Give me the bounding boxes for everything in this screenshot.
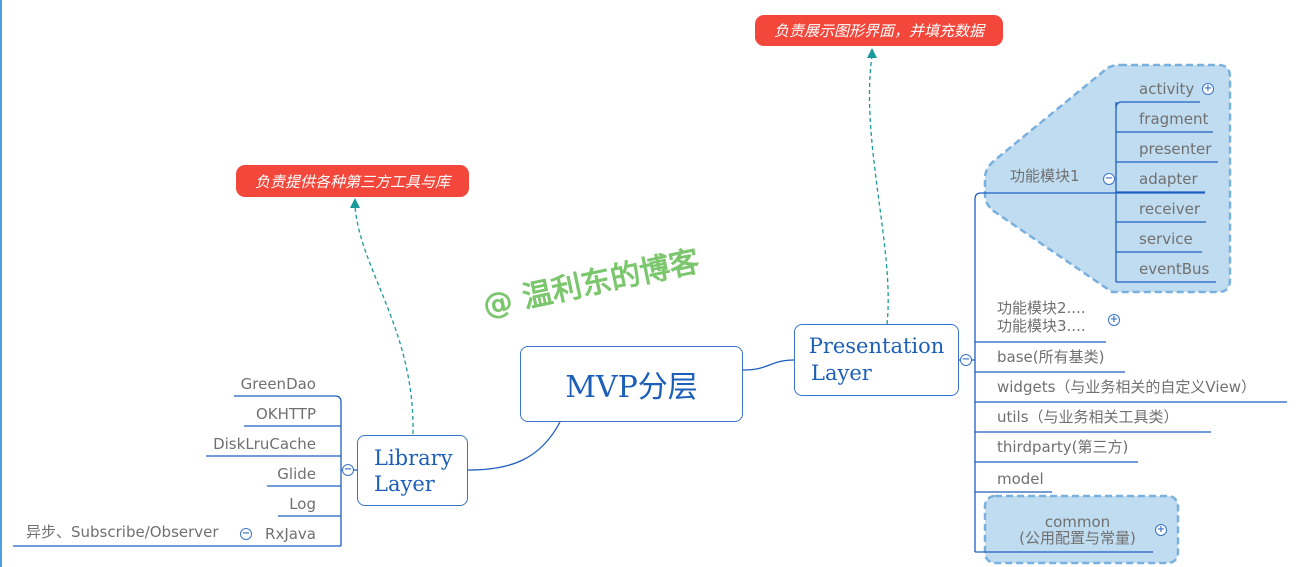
library-label-2: Layer [374, 471, 435, 496]
module1-child-eventbus[interactable]: eventBus [1139, 260, 1210, 278]
library-item-log[interactable]: Log [289, 495, 316, 513]
common-boundary [983, 494, 1180, 565]
common-topic-line2[interactable]: (公用配置与常量) [1019, 529, 1136, 547]
library-item-disklrucache[interactable]: DiskLruCache [213, 435, 316, 453]
library-label-1: Library [374, 445, 453, 470]
library-item-glide[interactable]: Glide [277, 465, 316, 483]
module1-child-receiver[interactable]: receiver [1139, 200, 1200, 218]
collapse-module1-toggle[interactable]: − [1103, 173, 1115, 185]
presentation-item-utils[interactable]: utils（与业务相关工具类） [997, 408, 1179, 426]
library-layer-node[interactable]: Library Layer [357, 435, 468, 506]
module1-topic[interactable]: 功能模块1 [1010, 167, 1080, 185]
expand-common-toggle[interactable]: + [1155, 524, 1167, 536]
presentation-layer-node[interactable]: Presentation Layer [794, 324, 959, 396]
module1-child-fragment[interactable]: fragment [1139, 110, 1209, 128]
central-topic[interactable]: MVP分层 [520, 346, 743, 422]
collapse-rxjava-toggle[interactable]: − [240, 528, 252, 540]
central-topic-label: MVP分层 [565, 370, 698, 405]
presentation-item-thirdparty[interactable]: thirdparty(第三方) [997, 438, 1129, 456]
library-callout[interactable]: 负责提供各种第三方工具与库 [236, 165, 469, 197]
library-item-okhttp[interactable]: OKHTTP [255, 405, 316, 423]
module2-topic[interactable]: 功能模块2.... [997, 299, 1086, 317]
library-item-rxjava[interactable]: RxJava [265, 525, 316, 543]
presentation-label-2: Layer [811, 361, 872, 385]
module1-child-adapter[interactable]: adapter [1139, 170, 1198, 188]
presentation-item-model[interactable]: model [997, 470, 1044, 488]
expand-modules-toggle[interactable]: + [1108, 314, 1120, 326]
presentation-item-base[interactable]: base(所有基类) [997, 348, 1105, 366]
library-item-greendao[interactable]: GreenDao [240, 375, 316, 393]
common-topic-line1[interactable]: common [1044, 513, 1111, 531]
collapse-presentation-toggle[interactable]: − [960, 354, 972, 366]
presentation-label-1: Presentation [808, 334, 945, 358]
module3-topic[interactable]: 功能模块3.... [997, 317, 1086, 335]
presentation-item-widgets[interactable]: widgets（与业务相关的自定义View） [997, 378, 1257, 396]
module1-child-activity[interactable]: activity [1139, 80, 1195, 98]
expand-activity-toggle[interactable]: + [1202, 83, 1214, 95]
module1-child-service[interactable]: service [1139, 230, 1193, 248]
collapse-library-toggle[interactable]: − [342, 464, 354, 476]
module1-child-presenter[interactable]: presenter [1139, 140, 1212, 158]
presentation-callout[interactable]: 负责展示图形界面，并填充数据 [755, 15, 1003, 46]
rxjava-note[interactable]: 异步、Subscribe/Observer [26, 523, 219, 541]
